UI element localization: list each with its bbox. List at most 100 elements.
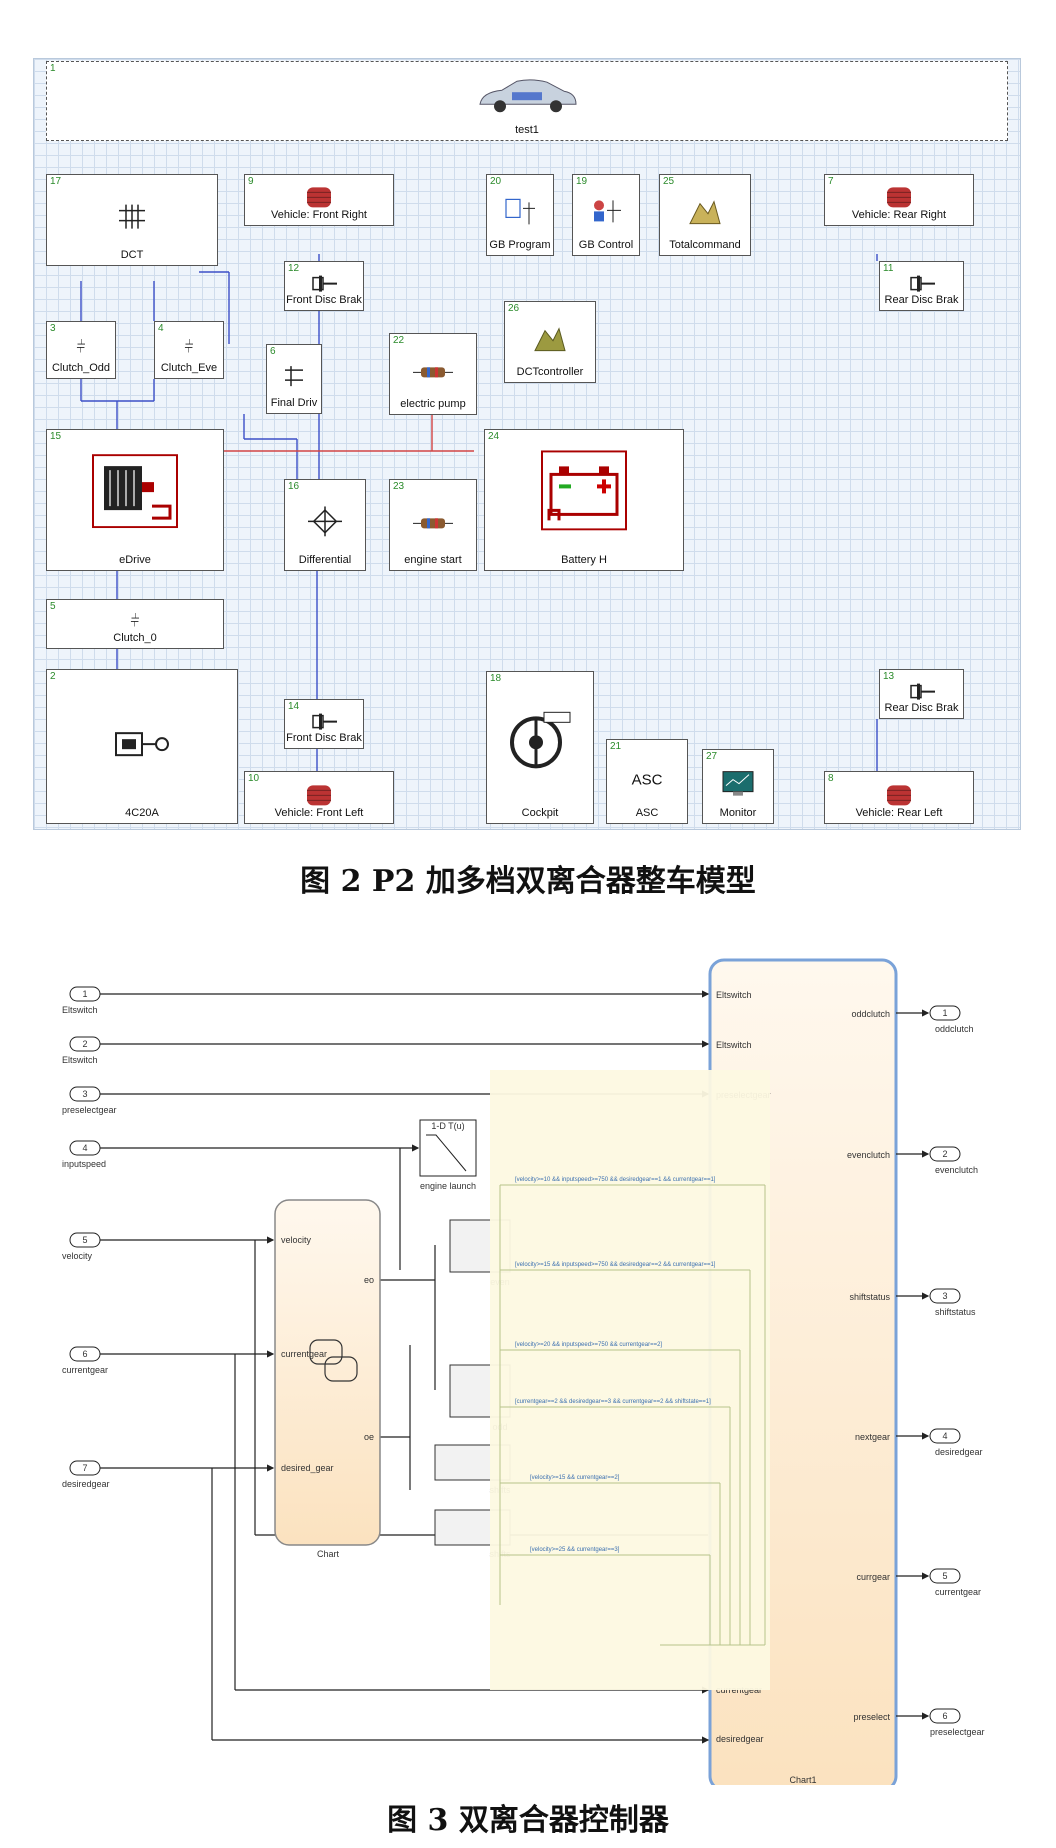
block-dct[interactable]: 17 DCT [46, 174, 218, 266]
block-number: 23 [393, 481, 405, 492]
terrain-icon [534, 327, 566, 352]
block-label: Clutch_0 [113, 632, 157, 644]
transition-lines [499, 1184, 766, 1646]
terrain-icon [689, 200, 721, 225]
block-clutch-even[interactable]: 4 ⫩ Clutch_Eve [154, 321, 224, 379]
chart-block[interactable] [274, 1199, 381, 1546]
pump-icon [413, 367, 453, 378]
block-asc[interactable]: 21 ASC ASC [606, 739, 688, 824]
block-gb-control[interactable]: 19 GB Control [572, 174, 640, 256]
block-label: Rear Disc Brak [884, 702, 959, 714]
connection-lines [80, 254, 878, 779]
block-rear-disc-brake-right[interactable]: 11 Rear Disc Brak [879, 261, 964, 311]
inport-label: currentgear [62, 1365, 108, 1375]
brake-icon [909, 275, 935, 292]
block-front-disc-brake-right[interactable]: 12 Front Disc Brak [284, 261, 364, 311]
inport-6[interactable]: 6 currentgear [62, 1346, 108, 1375]
block-number: 14 [288, 701, 300, 712]
block-number: 22 [393, 335, 405, 346]
wheel-icon [887, 187, 911, 208]
block-vehicle-rear-left[interactable]: 8 Vehicle: Rear Left [824, 771, 974, 824]
block-number: 19 [576, 176, 588, 187]
motor-icon [92, 454, 178, 529]
chart-out-port-label: eo [364, 1275, 374, 1285]
block-clutch-0[interactable]: 5 ⫩ Clutch_0 [46, 599, 224, 649]
chart1-label: Chart1 [789, 1775, 816, 1785]
block-number: 26 [508, 303, 520, 314]
brake-icon [312, 275, 337, 292]
block-monitor[interactable]: 27 Monitor [702, 749, 774, 824]
block-totalcommand[interactable]: 25 Totalcommand [659, 174, 751, 256]
block-dct-controller[interactable]: 26 DCTcontroller [504, 301, 596, 383]
block-label: Totalcommand [669, 239, 741, 251]
block-number: 5 [50, 601, 56, 612]
block-number: 13 [883, 671, 895, 682]
block-number: 6 [270, 346, 276, 357]
block-final-drive[interactable]: 6 Final Driv [266, 344, 322, 414]
block-vehicle-front-left[interactable]: 10 Vehicle: Front Left [244, 771, 394, 824]
chart-in-port-label: desired_gear [281, 1463, 334, 1473]
block-number: 8 [828, 773, 834, 784]
block-label: Rear Disc Brak [884, 294, 959, 306]
monitor-icon [722, 770, 754, 796]
block-rear-disc-brake-left[interactable]: 13 Rear Disc Brak [879, 669, 964, 719]
brake-icon [312, 713, 337, 730]
block-number: 15 [50, 431, 62, 442]
block-number: 11 [883, 263, 894, 274]
block-battery[interactable]: 24 Battery H [484, 429, 684, 571]
block-number: 9 [248, 176, 254, 187]
outport-label: evenclutch [935, 1165, 978, 1175]
block-label: Cockpit [521, 807, 559, 819]
block-label: Battery H [561, 554, 607, 566]
block-number: 24 [488, 431, 500, 442]
block-label: Final Driv [270, 397, 318, 409]
wheel-icon [307, 187, 331, 208]
outport-label: shiftstatus [935, 1307, 976, 1317]
block-label: eDrive [119, 554, 151, 566]
controller-person-icon [594, 200, 621, 223]
transition-condition: [velocity>=15 && inputspeed>=750 && desi… [515, 1262, 716, 1268]
transition-condition: [velocity>=25 && currentgear==3] [530, 1547, 620, 1553]
transition-condition: [velocity>=20 && inputspeed>=750 && curr… [515, 1342, 662, 1348]
block-label: Clutch_Eve [160, 362, 218, 374]
chart1-in-port-label: Eltswitch [716, 990, 752, 1000]
block-engine-4c20a[interactable]: 2 4C20A [46, 669, 238, 824]
chart1-in-port-label: desiredgear [716, 1734, 764, 1744]
engine-launch-lookup[interactable] [419, 1119, 477, 1177]
block-number: 7 [828, 176, 834, 187]
block-number: 18 [490, 673, 502, 684]
block-cockpit[interactable]: 18 Cockpit [486, 671, 594, 824]
inport-number: 7 [82, 1463, 87, 1473]
block-label: engine start [404, 554, 462, 566]
block-gb-program[interactable]: 20 GB Program [486, 174, 554, 256]
block-engine-start[interactable]: 23 engine start [389, 479, 477, 571]
block-vehicle-rear-right[interactable]: 7 Vehicle: Rear Right [824, 174, 974, 226]
differential-icon [308, 506, 342, 537]
block-edrive[interactable]: 15 eDrive [46, 429, 224, 571]
block-differential[interactable]: 16 Differential [284, 479, 366, 571]
transition-condition: [velocity>=10 && inputspeed>=750 && desi… [515, 1177, 716, 1183]
block-front-disc-brake-left[interactable]: 14 Front Disc Brak [284, 699, 364, 749]
block-label: electric pump [400, 398, 466, 410]
chart1-out-port-label: nextgear [855, 1432, 890, 1442]
inport-number: 6 [82, 1349, 87, 1359]
block-number: 21 [610, 741, 622, 752]
block-electric-pump[interactable]: 22 electric pump [389, 333, 477, 415]
block-test1[interactable]: 1 test1 [46, 61, 1008, 141]
asc-icon: ASC [631, 770, 663, 788]
block-vehicle-front-right[interactable]: 9 Vehicle: Front Right [244, 174, 394, 226]
inport-number: 1 [82, 989, 87, 999]
block-clutch-odd[interactable]: 3 ⫩ Clutch_Odd [46, 321, 116, 379]
